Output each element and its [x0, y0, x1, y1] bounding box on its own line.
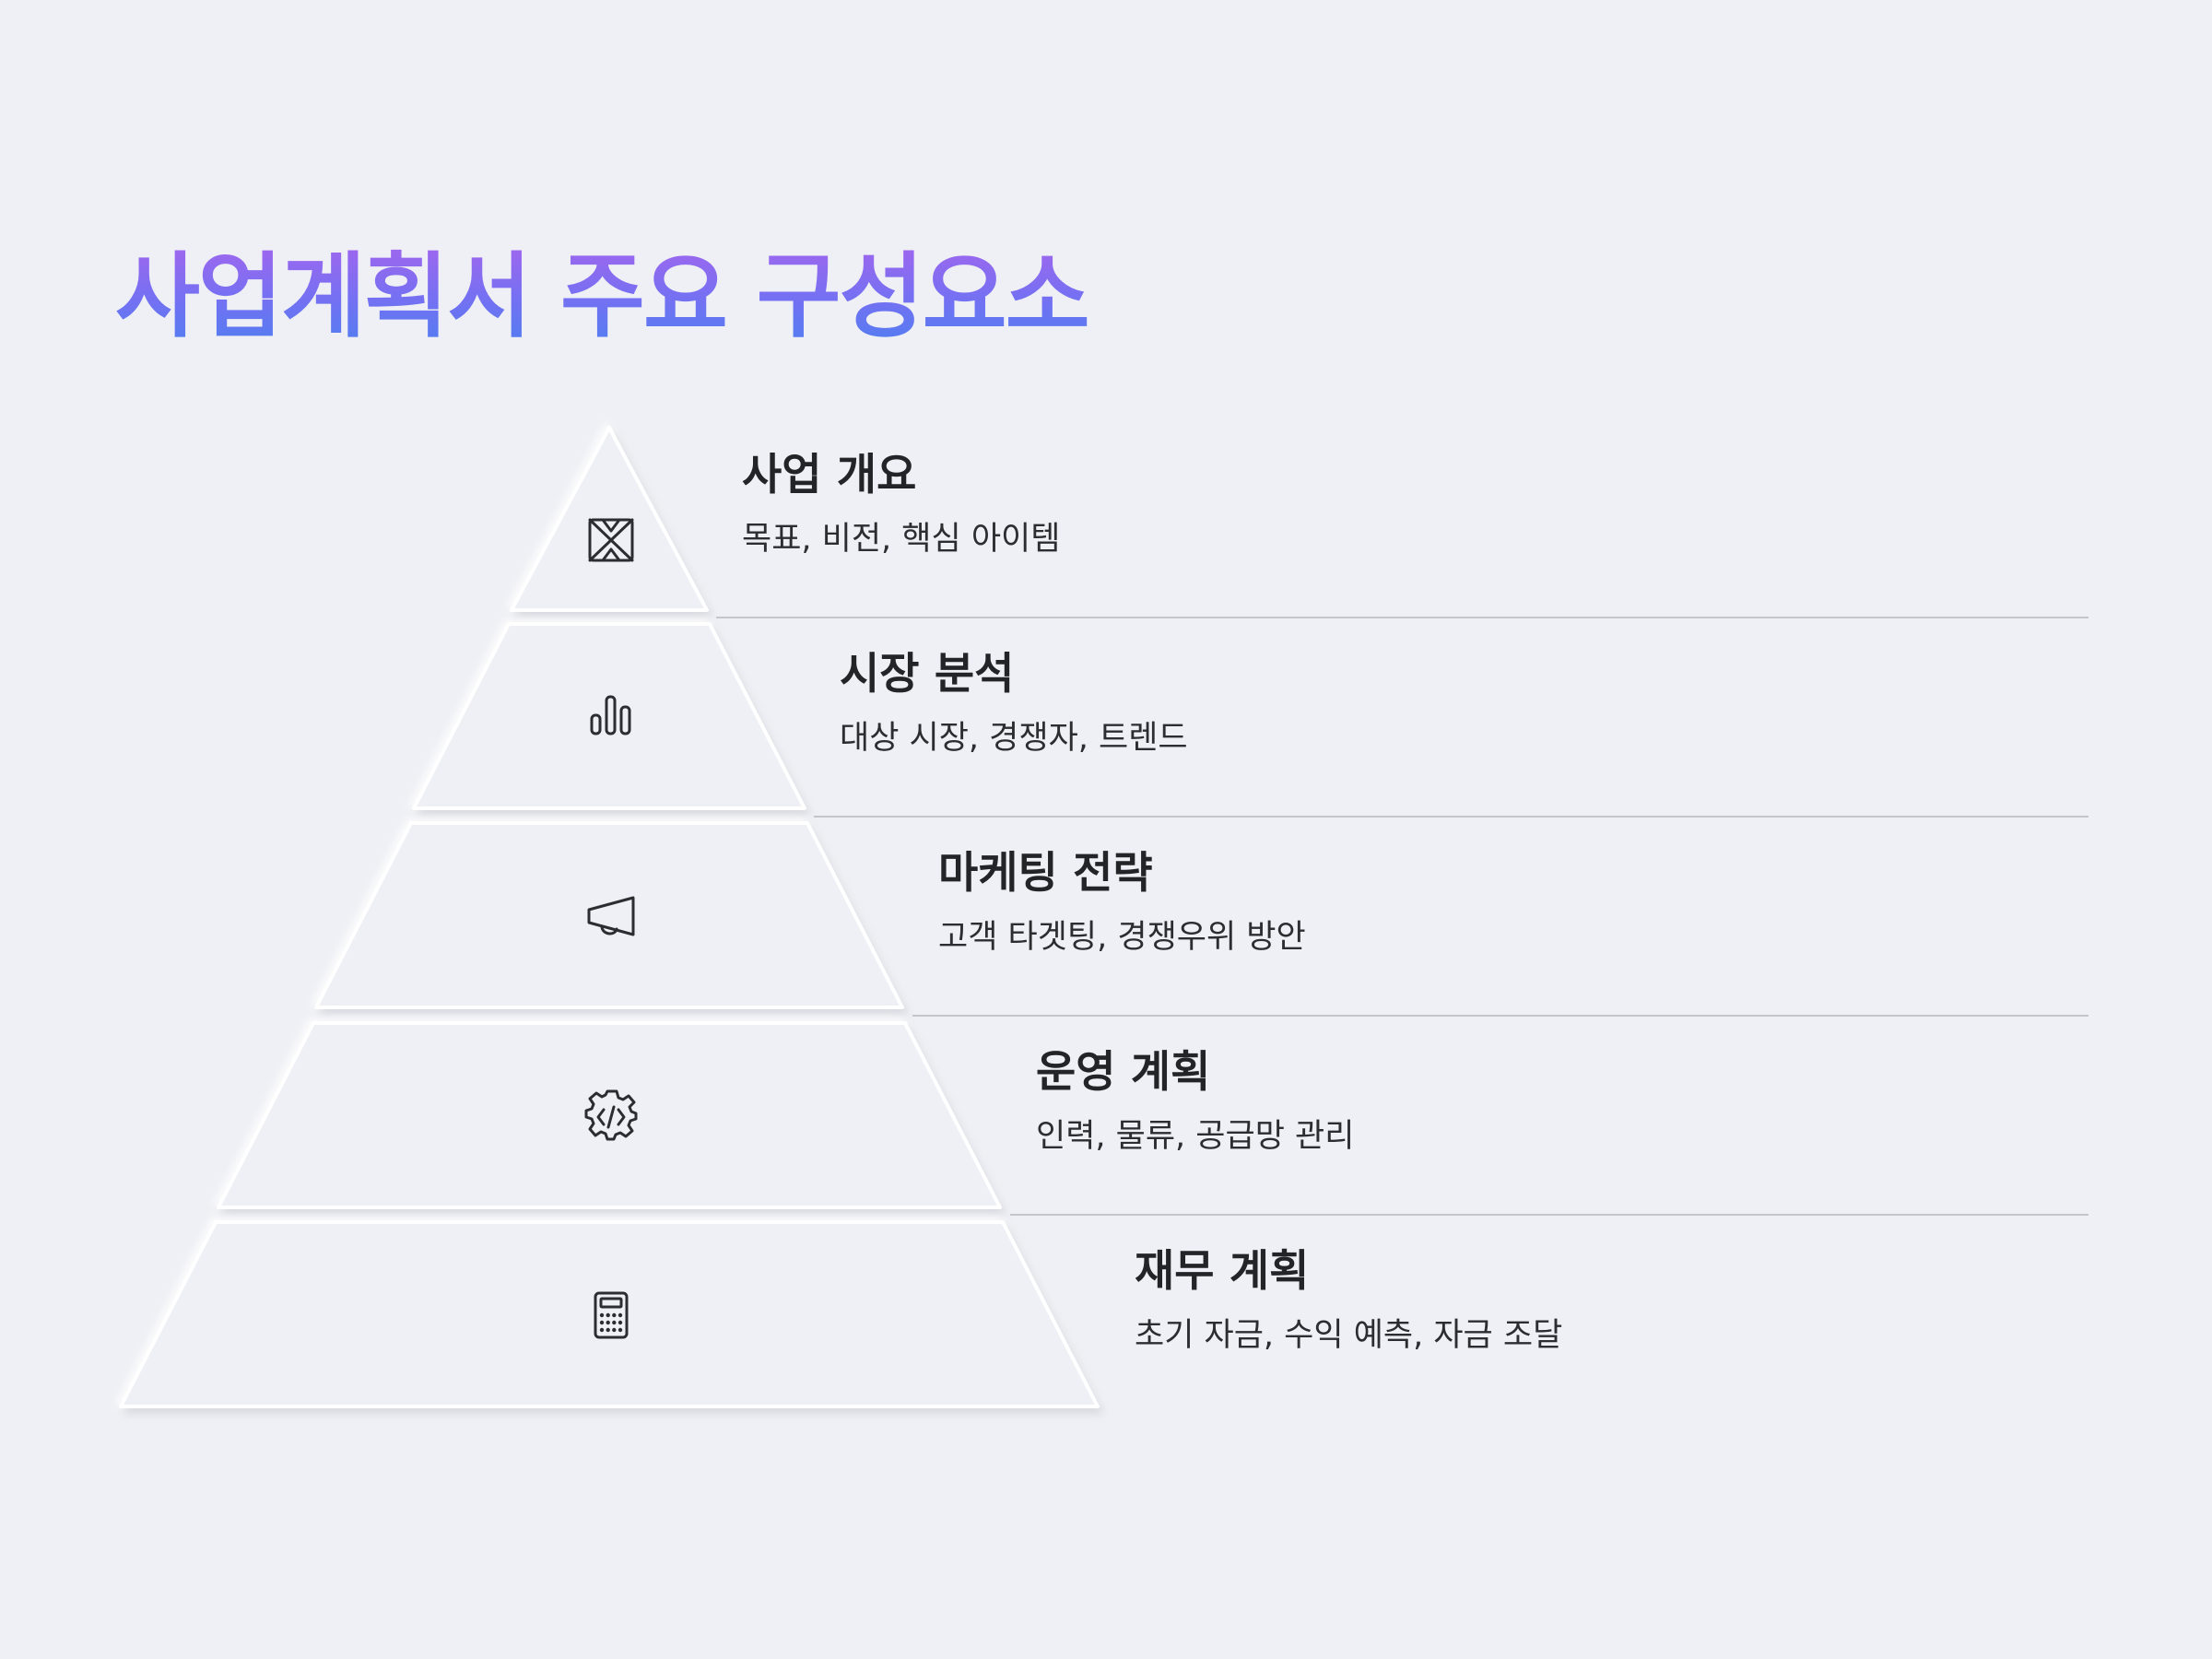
tier-title: 재무 계획 — [1135, 1246, 1310, 1297]
tier-description: 고객 타겟팅, 경쟁우위 방안 — [938, 919, 1306, 957]
tier-2-text: 시장 분석 대상 시장, 경쟁자, 트렌드 — [840, 649, 1188, 758]
pyramid-tier-5 — [119, 1220, 1100, 1408]
calculator-icon — [594, 1291, 629, 1339]
blueprint-icon — [588, 518, 634, 562]
pyramid-tier-4 — [217, 1021, 1002, 1209]
tier-5-text: 재무 계획 초기 자금, 수익 예측, 자금 조달 — [1135, 1246, 1562, 1355]
gear-code-icon — [584, 1089, 638, 1141]
tier-title: 시장 분석 — [840, 649, 1015, 700]
megaphone-icon — [587, 896, 635, 936]
pyramid-tier-3 — [314, 821, 904, 1009]
tier-description: 목표, 비전, 핵심 아이템 — [742, 521, 1061, 559]
tier-4-text: 운영 계획 인력, 물류, 공급망 관리 — [1036, 1047, 1354, 1156]
tier-title: 마케팅 전략 — [938, 848, 1153, 899]
tier-description: 초기 자금, 수익 예측, 자금 조달 — [1135, 1317, 1563, 1355]
tier-1-text: 사업 개요 목표, 비전, 핵심 아이템 — [742, 450, 1060, 559]
pyramid-tier-2 — [412, 622, 806, 810]
bar-chart-icon — [590, 695, 631, 735]
tier-3-text: 마케팅 전략 고객 타겟팅, 경쟁우위 방안 — [938, 848, 1306, 957]
tier-title: 운영 계획 — [1036, 1047, 1211, 1098]
tier-description: 인력, 물류, 공급망 관리 — [1036, 1118, 1355, 1156]
tier-title: 사업 개요 — [742, 450, 917, 500]
pyramid-tier-1 — [510, 426, 709, 612]
tier-description: 대상 시장, 경쟁자, 트렌드 — [840, 720, 1188, 758]
tier-dividers — [716, 617, 2088, 1216]
page-title: 사업계획서 주요 구성요소 — [115, 242, 1090, 350]
